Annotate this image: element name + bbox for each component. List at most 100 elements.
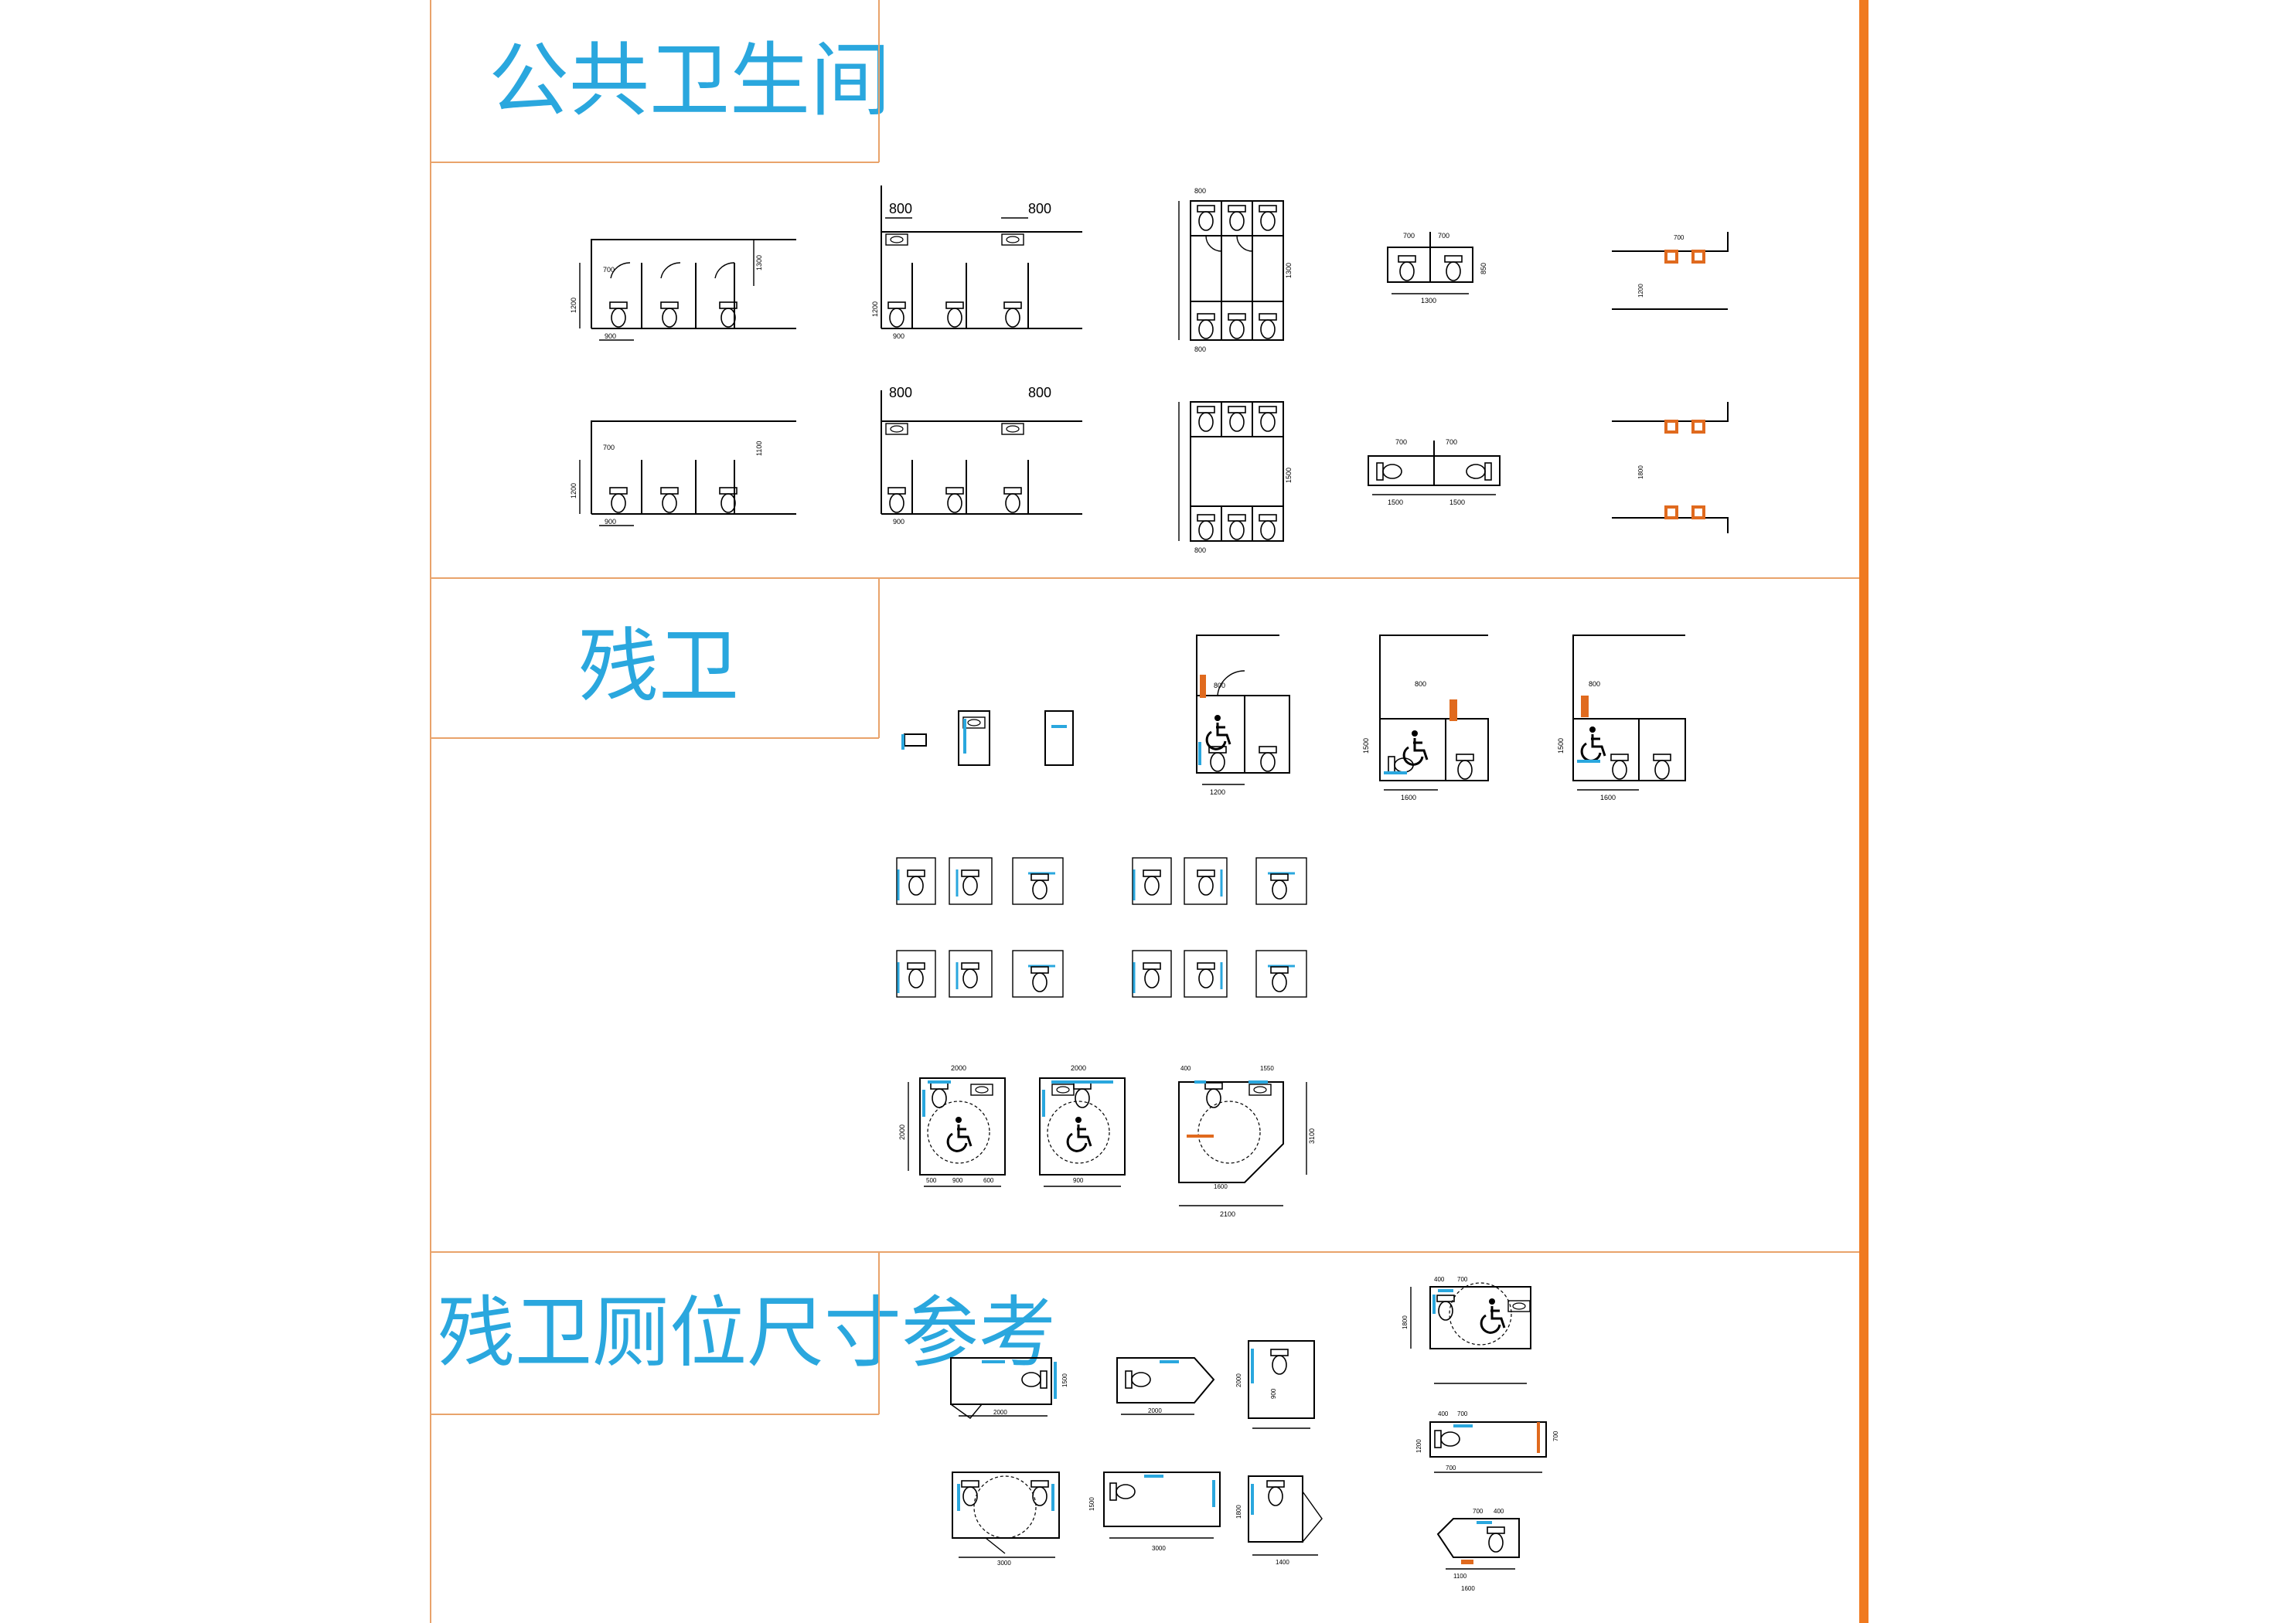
dim-label: 1550 bbox=[1260, 1065, 1274, 1072]
reference-plan-7 bbox=[1410, 1282, 1531, 1384]
dim-label: 800 bbox=[1589, 680, 1600, 688]
dim-label: 1800 bbox=[1235, 1505, 1242, 1519]
dim-label: 700 bbox=[1457, 1276, 1468, 1283]
plan-stalls-3-b bbox=[579, 420, 796, 526]
dim-label: 900 bbox=[952, 1177, 963, 1184]
plan-paired-stalls-b bbox=[1368, 441, 1501, 495]
dim-label: 1100 bbox=[1453, 1573, 1467, 1580]
dim-label: 1500 bbox=[1061, 1373, 1068, 1387]
plan-paired-stalls-a bbox=[1387, 232, 1473, 294]
dim-label: 700 bbox=[1473, 1508, 1484, 1515]
plan-urinals-b bbox=[1612, 402, 1729, 533]
dim-label: 1200 bbox=[1210, 788, 1225, 796]
dim-label: 2000 bbox=[1071, 1064, 1086, 1072]
dim-label: 900 bbox=[1073, 1177, 1084, 1184]
plan-double-row-stalls-b bbox=[1178, 401, 1284, 542]
accessible-fixture-elevation-grid bbox=[896, 857, 1307, 998]
section-title-accessible-toilet: 残卫 bbox=[578, 619, 740, 713]
dim-label: 3000 bbox=[1152, 1545, 1166, 1552]
orange-accent-bar bbox=[1859, 0, 1868, 1623]
dim-label: 2000 bbox=[1235, 1373, 1242, 1387]
dim-label: 700 bbox=[603, 266, 615, 274]
section-title-public-restroom: 公共卫生间 bbox=[489, 33, 891, 128]
dim-label: 900 bbox=[893, 518, 904, 526]
reference-plan-5 bbox=[1103, 1472, 1221, 1539]
dim-label: 700 bbox=[1446, 438, 1457, 446]
reference-plan-8 bbox=[1429, 1421, 1547, 1473]
accessible-plan-b bbox=[1379, 635, 1489, 791]
reference-plan-2 bbox=[1116, 1357, 1215, 1415]
dim-label: 400 bbox=[1434, 1276, 1445, 1283]
dim-label: 1200 bbox=[1637, 284, 1644, 298]
dim-label: 2000 bbox=[898, 1125, 906, 1140]
plan-stalls-3-a bbox=[579, 239, 796, 341]
dim-label: 1200 bbox=[570, 483, 577, 498]
dim-label: 1500 bbox=[1088, 1497, 1095, 1511]
sheet-frame bbox=[430, 0, 1859, 1623]
reference-plan-6 bbox=[1248, 1475, 1323, 1556]
dim-label: 700 bbox=[1446, 1465, 1456, 1472]
dim-label: 1800 bbox=[1402, 1315, 1409, 1329]
dim-label: 1800 bbox=[1637, 465, 1644, 479]
dim-label: 800 bbox=[1214, 682, 1225, 689]
reference-plan-4 bbox=[952, 1472, 1060, 1558]
accessible-plan-c bbox=[1572, 635, 1686, 791]
dim-label: 700 bbox=[1552, 1431, 1559, 1441]
dim-label: 1200 bbox=[871, 301, 879, 317]
reference-plan-1 bbox=[950, 1357, 1057, 1419]
dim-label: 900 bbox=[893, 332, 904, 340]
dim-label: 2100 bbox=[1220, 1210, 1235, 1218]
dim-label: 800 bbox=[1028, 385, 1051, 400]
plan-urinals-a bbox=[1612, 232, 1729, 310]
dim-label: 800 bbox=[1415, 680, 1426, 688]
dim-label: 1500 bbox=[1388, 498, 1403, 506]
dim-label: 1300 bbox=[1285, 263, 1293, 278]
dim-label: 800 bbox=[1194, 345, 1206, 353]
dim-label: 1400 bbox=[1276, 1559, 1289, 1566]
dim-label: 700 bbox=[603, 444, 615, 451]
dim-label: 800 bbox=[1194, 546, 1206, 554]
accessible-detail-elevations bbox=[901, 710, 1074, 766]
accessible-room-plan-1 bbox=[908, 1077, 1006, 1187]
accessible-room-plan-2 bbox=[1039, 1077, 1126, 1187]
dim-label: 700 bbox=[1457, 1410, 1468, 1417]
dim-label: 700 bbox=[1674, 234, 1685, 241]
dim-label: 700 bbox=[1438, 232, 1449, 240]
dim-label: 1100 bbox=[755, 441, 763, 456]
dim-label: 1300 bbox=[1421, 297, 1436, 305]
dim-label: 1600 bbox=[1401, 794, 1416, 801]
dim-label: 900 bbox=[605, 332, 616, 340]
dim-label: 1500 bbox=[1285, 468, 1293, 483]
dim-label: 1600 bbox=[1461, 1585, 1475, 1592]
reference-plan-3 bbox=[1248, 1340, 1315, 1429]
dim-label: 2000 bbox=[951, 1064, 966, 1072]
dim-label: 1300 bbox=[755, 255, 763, 270]
dim-label: 900 bbox=[1270, 1388, 1277, 1399]
dim-label: 2000 bbox=[993, 1409, 1007, 1416]
plan-stalls-with-sinks-b bbox=[881, 390, 1082, 515]
dim-label: 3100 bbox=[1308, 1128, 1316, 1144]
dim-label: 700 bbox=[1403, 232, 1415, 240]
dim-label: 500 bbox=[926, 1177, 937, 1184]
dim-label: 800 bbox=[889, 201, 912, 216]
plan-stalls-with-sinks-a bbox=[881, 185, 1082, 329]
dim-label: 400 bbox=[1494, 1508, 1504, 1515]
dim-label: 1600 bbox=[1214, 1183, 1228, 1190]
dim-label: 1600 bbox=[1600, 794, 1616, 801]
dim-label: 900 bbox=[605, 518, 616, 526]
dim-label: 1200 bbox=[570, 298, 577, 313]
dim-label: 850 bbox=[1480, 263, 1487, 274]
accessible-plan-a bbox=[1196, 635, 1290, 785]
dim-label: 2000 bbox=[1148, 1407, 1162, 1414]
plan-double-row-stalls-a bbox=[1178, 200, 1284, 341]
accessible-fixture-grab-bars bbox=[897, 869, 1295, 993]
accessible-fixture-wc-icons bbox=[907, 869, 1289, 992]
dim-label: 1500 bbox=[1362, 738, 1370, 754]
dim-label: 800 bbox=[889, 385, 912, 400]
dim-label: 400 bbox=[1180, 1065, 1191, 1072]
reference-plan-9 bbox=[1436, 1518, 1520, 1570]
dim-label: 800 bbox=[1194, 187, 1206, 195]
dim-label: 700 bbox=[1395, 438, 1407, 446]
